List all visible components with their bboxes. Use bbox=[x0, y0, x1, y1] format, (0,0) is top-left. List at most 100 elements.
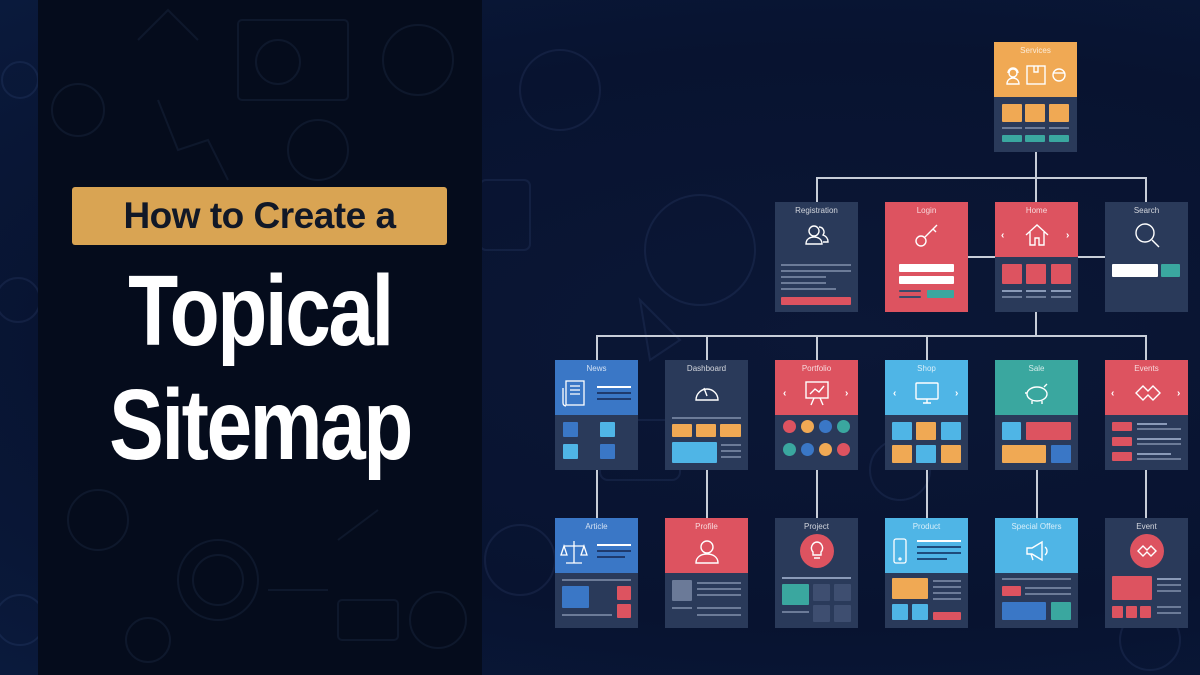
bar bbox=[917, 558, 947, 560]
tile bbox=[1002, 264, 1022, 284]
sitemap-node-project[interactable]: Project bbox=[775, 518, 858, 628]
bar bbox=[1157, 612, 1181, 614]
tile bbox=[1002, 104, 1022, 122]
card-header bbox=[885, 518, 968, 573]
sitemap-node-special-offers[interactable]: Special Offers bbox=[995, 518, 1078, 628]
tile bbox=[892, 422, 912, 440]
sitemap-node-registration[interactable]: Registration bbox=[775, 202, 858, 312]
node-label: News bbox=[586, 364, 607, 373]
sitemap-node-product[interactable]: Product bbox=[885, 518, 968, 628]
bar bbox=[1137, 458, 1181, 460]
bar bbox=[1137, 438, 1181, 440]
connector bbox=[596, 335, 1147, 337]
piggy-bank-icon bbox=[1024, 383, 1048, 404]
chevron-left-icon: ‹ bbox=[893, 388, 897, 399]
bar bbox=[1026, 296, 1046, 298]
sitemap-node-news[interactable]: News bbox=[555, 360, 638, 470]
connector bbox=[1145, 335, 1147, 360]
sitemap-node-events[interactable]: Events ‹ › bbox=[1105, 360, 1188, 470]
connector bbox=[816, 335, 818, 360]
users-icon bbox=[804, 225, 829, 245]
tile bbox=[941, 445, 961, 463]
bar bbox=[1137, 453, 1171, 455]
tile bbox=[1112, 576, 1152, 600]
bar bbox=[1137, 443, 1181, 445]
sitemap-node-sale[interactable]: Sale bbox=[995, 360, 1078, 470]
search-input bbox=[1112, 264, 1158, 277]
bar bbox=[1025, 127, 1045, 129]
sitemap-node-event[interactable]: Event bbox=[1105, 518, 1188, 628]
bar bbox=[672, 417, 741, 419]
avatar-tile bbox=[672, 580, 692, 601]
bar bbox=[782, 611, 809, 613]
node-label: Events bbox=[1134, 364, 1159, 373]
bar bbox=[781, 276, 826, 278]
tile bbox=[892, 445, 912, 463]
tile bbox=[696, 424, 716, 437]
chevron-left-icon: ‹ bbox=[783, 388, 787, 399]
bar bbox=[597, 556, 625, 558]
bar bbox=[697, 614, 741, 616]
bar bbox=[597, 392, 631, 394]
bar bbox=[1051, 290, 1071, 292]
user-icon bbox=[694, 540, 719, 564]
tile bbox=[1002, 135, 1022, 142]
connector bbox=[706, 470, 708, 518]
bar-chart-tile bbox=[672, 442, 717, 463]
bar bbox=[1157, 578, 1181, 580]
chevron-left-icon: ‹ bbox=[1001, 230, 1005, 241]
title-panel bbox=[38, 0, 482, 675]
sitemap-node-services[interactable]: Services bbox=[994, 42, 1077, 152]
circle-tile bbox=[819, 420, 832, 433]
bar bbox=[1002, 578, 1071, 580]
tile bbox=[916, 445, 936, 463]
connector bbox=[1036, 470, 1038, 518]
bar bbox=[782, 577, 851, 579]
submit-button bbox=[781, 297, 851, 305]
monitor-icon bbox=[914, 382, 939, 404]
sitemap-node-login[interactable]: Login bbox=[885, 202, 968, 312]
bar bbox=[1002, 290, 1022, 292]
sitemap-node-shop[interactable]: Shop ‹ › bbox=[885, 360, 968, 470]
bar bbox=[933, 586, 961, 588]
lightbulb-badge bbox=[800, 534, 834, 568]
scales-icon bbox=[560, 541, 588, 564]
connector bbox=[1078, 256, 1105, 258]
bar bbox=[933, 598, 961, 600]
sitemap-node-search[interactable]: Search bbox=[1105, 202, 1188, 312]
tile bbox=[563, 422, 578, 437]
bar bbox=[781, 270, 851, 272]
bar bbox=[597, 550, 631, 552]
circle-tile bbox=[783, 443, 796, 456]
card-header bbox=[994, 42, 1077, 97]
tile bbox=[1002, 602, 1046, 620]
tile bbox=[1051, 602, 1071, 620]
sitemap-node-dashboard[interactable]: Dashboard bbox=[665, 360, 748, 470]
chevron-right-icon: › bbox=[1066, 230, 1070, 241]
tile bbox=[916, 422, 936, 440]
card-header bbox=[775, 360, 858, 415]
node-label: Services bbox=[1020, 46, 1051, 55]
circle-tile bbox=[783, 420, 796, 433]
username-field bbox=[899, 264, 954, 272]
password-field bbox=[899, 276, 954, 284]
tile bbox=[1112, 422, 1132, 431]
sitemap-node-profile[interactable]: Profile bbox=[665, 518, 748, 628]
bar bbox=[781, 288, 836, 290]
node-label: Event bbox=[1136, 522, 1157, 531]
bar bbox=[899, 296, 921, 298]
bar bbox=[562, 614, 612, 616]
sitemap-node-article[interactable]: Article bbox=[555, 518, 638, 628]
delivery-person-icon bbox=[1051, 68, 1066, 82]
node-label: Home bbox=[1025, 206, 1048, 215]
sitemap-node-home[interactable]: Home ‹ › bbox=[995, 202, 1078, 312]
bar bbox=[697, 594, 741, 596]
connector bbox=[816, 177, 1147, 179]
tile bbox=[1002, 445, 1046, 463]
package-box-icon bbox=[1025, 65, 1046, 85]
sitemap-node-portfolio[interactable]: Portfolio ‹ › bbox=[775, 360, 858, 470]
tile bbox=[1002, 586, 1021, 596]
tile bbox=[1112, 606, 1123, 618]
bar bbox=[697, 582, 741, 584]
handshake-icon bbox=[1134, 385, 1161, 401]
